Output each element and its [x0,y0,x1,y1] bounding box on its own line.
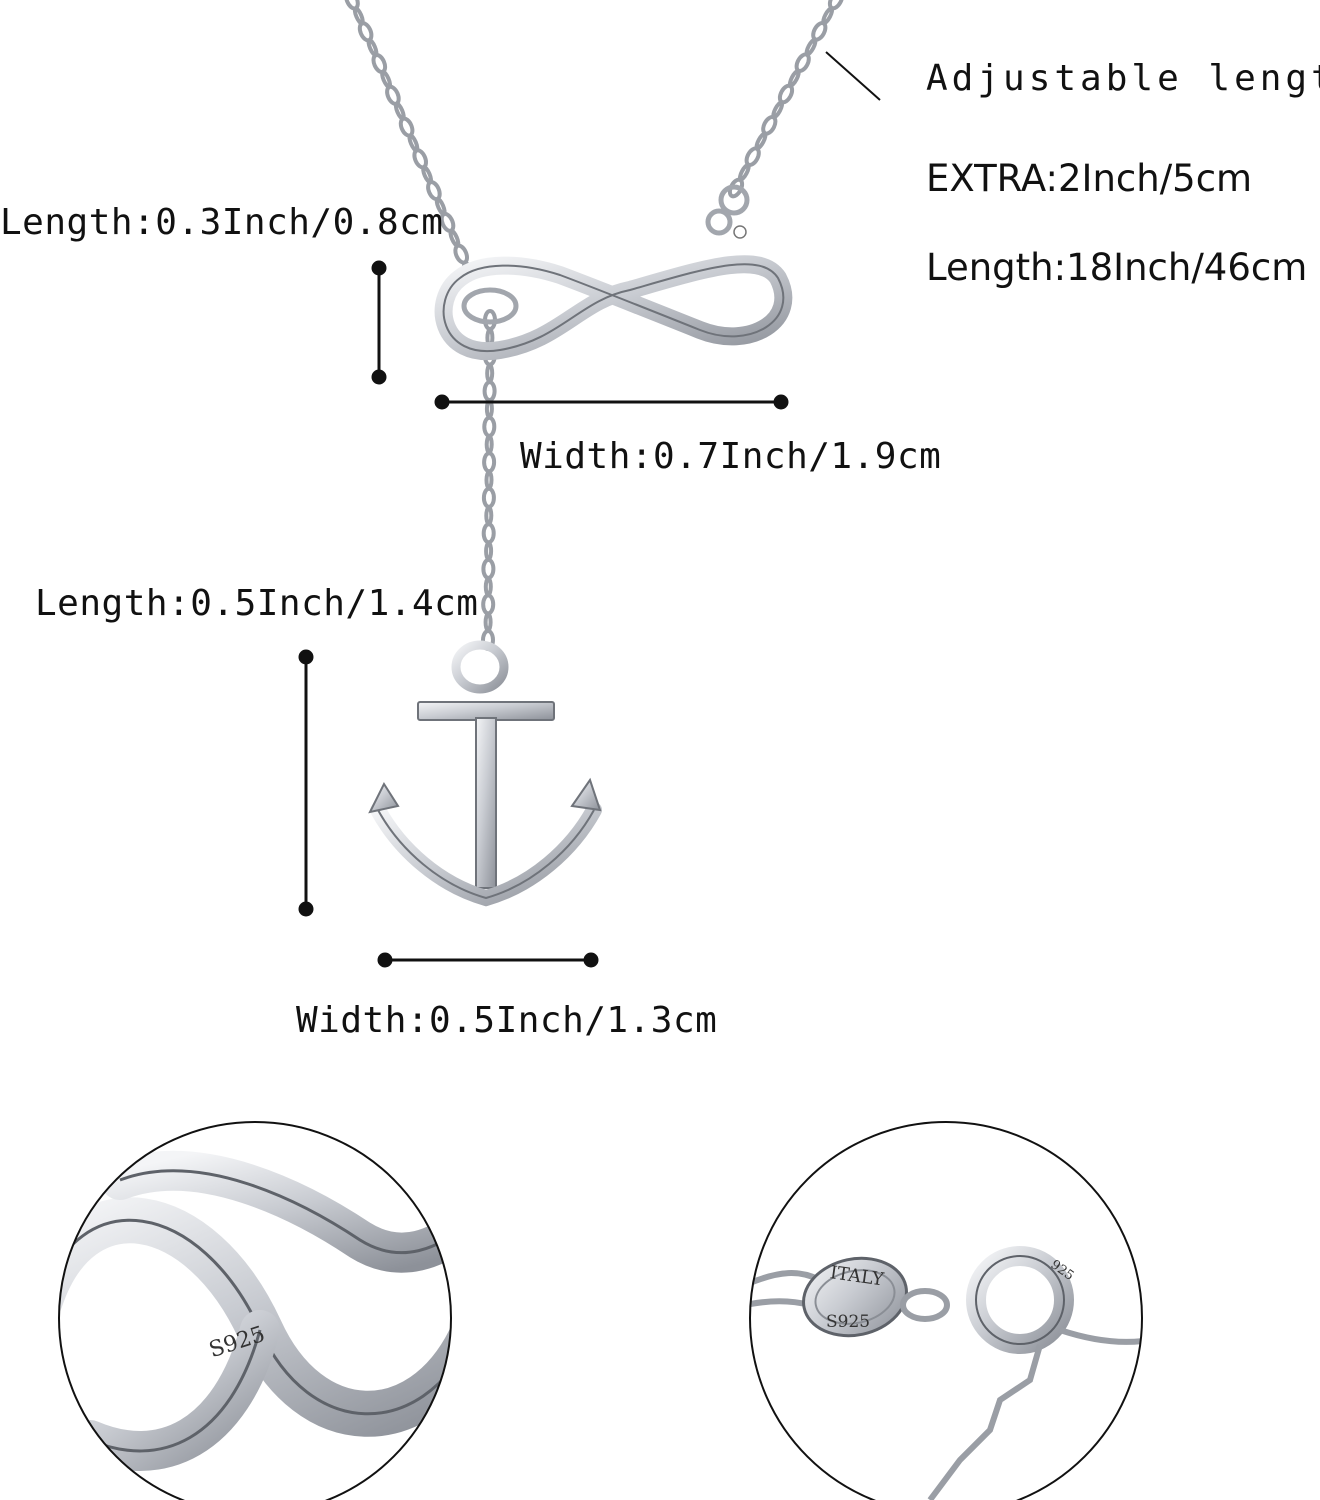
chain-drop [480,309,498,651]
infinity-charm [434,225,793,361]
chain-link [482,380,497,403]
chain-right [727,0,845,199]
infinity-width-marker [434,394,789,410]
detail-clasp-closeup: ITALY S925 925 [749,1121,1143,1500]
chain-link [484,470,494,490]
chain-link [481,557,496,580]
adjustable-leader-line [825,51,881,101]
chain-link [484,434,494,455]
anchor-length-marker [298,649,314,917]
anchor-charm [368,640,602,907]
jump-ring-right [718,184,750,216]
chain-link [485,363,495,384]
infinity-length-label: Length:0.3Inch/0.8cm [0,202,444,243]
chain-link [481,486,496,509]
tag-s925: S925 [826,1312,870,1332]
chain-link [484,505,494,526]
anchor-length-label: Length:0.5Inch/1.4cm [35,583,479,624]
chain-link [483,576,493,597]
chain-link [481,593,496,616]
detail-infinity-closeup: S925 [58,1121,452,1500]
anchor-width-marker [377,952,599,968]
chain-link [484,541,494,562]
infinity-width-label: Width:0.7Inch/1.9cm [520,436,942,477]
chain-length-label: Length:18Inch/46cm [926,246,1308,289]
chain-link [481,522,496,545]
infinity-length-marker [371,260,387,385]
chain-link [482,415,497,438]
anchor-width-label: Width:0.5Inch/1.3cm [296,1000,718,1041]
extra-length-label: EXTRA:2Inch/5cm [926,157,1253,200]
adjustable-length-label: Adjustable length [926,58,1320,99]
chain-link [482,451,497,474]
chain-link [483,612,493,633]
